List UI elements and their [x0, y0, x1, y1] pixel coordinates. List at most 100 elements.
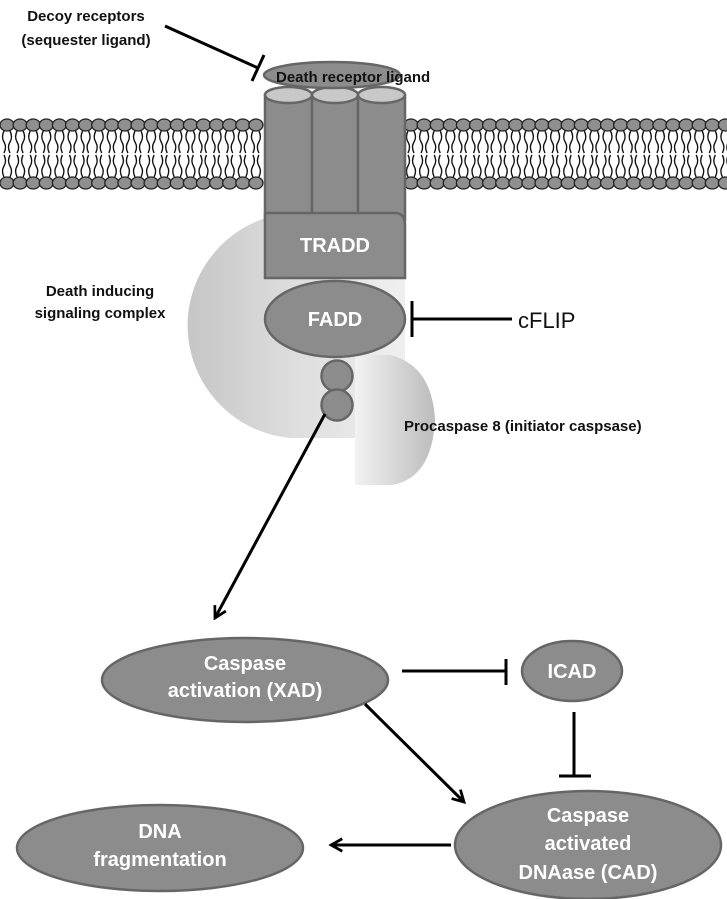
lipid-tail	[713, 154, 718, 178]
decoy-inhibition-tee	[250, 54, 266, 82]
lipid-tail	[80, 130, 85, 154]
lipid-tail	[125, 154, 131, 178]
lipid-tail	[424, 154, 430, 178]
lipid-tail	[569, 154, 574, 178]
lipid-tail	[529, 130, 535, 154]
lipid-tail	[28, 154, 33, 178]
caspase-activation-label-line1: Caspase	[204, 653, 286, 675]
tradd-node: TRADD	[263, 211, 407, 280]
cad-label-line3: DNAase (CAD)	[519, 862, 658, 884]
receptor-cylinder	[263, 85, 314, 222]
lipid-head	[25, 176, 41, 190]
lipid-tail	[67, 154, 72, 178]
lipid-tail	[1, 130, 7, 154]
lipid-tail	[112, 154, 117, 178]
lipid-tail	[60, 154, 65, 178]
lipid-head	[429, 176, 445, 190]
lipid-tail	[647, 154, 652, 178]
lipid-head	[495, 176, 511, 190]
activation-arrow-procaspase-to-xad	[215, 413, 327, 618]
lipid-tail	[28, 130, 33, 154]
lipid-tail	[250, 154, 256, 178]
lipid-head	[235, 176, 251, 190]
lipid-head	[586, 176, 603, 190]
lipid-tail	[464, 130, 469, 154]
lipid-head	[481, 176, 498, 190]
lipid-tail	[86, 154, 91, 178]
lipid-tail	[660, 130, 666, 154]
lipid-tail	[608, 154, 613, 178]
lipid-tail	[14, 130, 20, 154]
lipid-tail	[497, 130, 502, 154]
lipid-tail	[445, 154, 450, 178]
lipid-head	[573, 176, 589, 190]
lipid-tail	[217, 130, 222, 154]
lipid-tail	[707, 130, 712, 154]
lipid-tail	[680, 154, 686, 178]
lipid-tail	[159, 154, 164, 178]
lipid-tail	[73, 130, 78, 154]
lipid-head	[416, 176, 432, 190]
lipid-tail	[7, 130, 13, 154]
lipid-tail	[47, 130, 52, 154]
lipid-tail	[172, 130, 177, 154]
lipid-head	[104, 176, 120, 190]
lipid-tail	[172, 154, 177, 178]
lipid-tail	[185, 154, 190, 178]
lipid-tail	[405, 130, 411, 154]
lipid-tail	[41, 154, 46, 178]
lipid-tail	[204, 154, 209, 178]
lipid-tail	[145, 130, 151, 154]
death-effector-domain	[320, 359, 354, 393]
lipid-tail	[582, 154, 587, 178]
lipid-tail	[615, 130, 620, 154]
lipid-tail	[563, 130, 568, 154]
lipid-head	[208, 176, 225, 190]
lipid-tail	[458, 130, 463, 154]
lipid-tail	[549, 154, 555, 178]
lipid-tail	[503, 154, 508, 178]
dna-label-line1: DNA	[138, 821, 181, 843]
lipid-head	[455, 176, 472, 190]
lipid-tail	[510, 154, 515, 178]
lipid-head	[77, 176, 94, 190]
lipid-tail	[211, 130, 216, 154]
lipid-head	[104, 118, 120, 132]
lipid-tail	[119, 154, 125, 178]
lipid-tail	[99, 154, 104, 178]
decoy-inhibition-line	[164, 24, 259, 70]
lipid-tail	[634, 154, 639, 178]
lipid-head	[665, 118, 681, 132]
lipid-head	[51, 176, 68, 190]
lipid-tail	[536, 130, 542, 154]
fadd-label: FADD	[308, 309, 362, 331]
caspase-activation-label-line2: activation (XAD)	[168, 680, 322, 702]
lipid-head	[222, 118, 238, 132]
lipid-head	[442, 118, 458, 132]
lipid-head	[416, 118, 432, 132]
lipid-tail	[112, 130, 117, 154]
lipid-tail	[621, 130, 626, 154]
lipid-tail	[667, 130, 673, 154]
cad-label-line1: Caspase	[547, 805, 629, 827]
lipid-head	[91, 118, 107, 132]
lipid-tail	[34, 130, 39, 154]
lipid-head	[534, 176, 550, 190]
lipid-tail	[178, 154, 183, 178]
lipid-head	[208, 118, 225, 132]
lipid-tail	[159, 130, 164, 154]
lipid-tail	[720, 130, 725, 154]
lipid-head	[521, 176, 537, 190]
lipid-tail	[563, 154, 568, 178]
lipid-tail	[569, 130, 574, 154]
cad-label-line2: activated	[545, 833, 632, 855]
lipid-tail	[138, 130, 144, 154]
lipid-head	[442, 176, 458, 190]
lipid-head	[248, 118, 264, 132]
lipid-tail	[667, 154, 673, 178]
lipid-head	[12, 176, 28, 190]
lipid-head	[51, 118, 68, 132]
lipid-tail	[93, 130, 98, 154]
lipid-head	[117, 118, 133, 132]
lipid-tail	[628, 154, 633, 178]
